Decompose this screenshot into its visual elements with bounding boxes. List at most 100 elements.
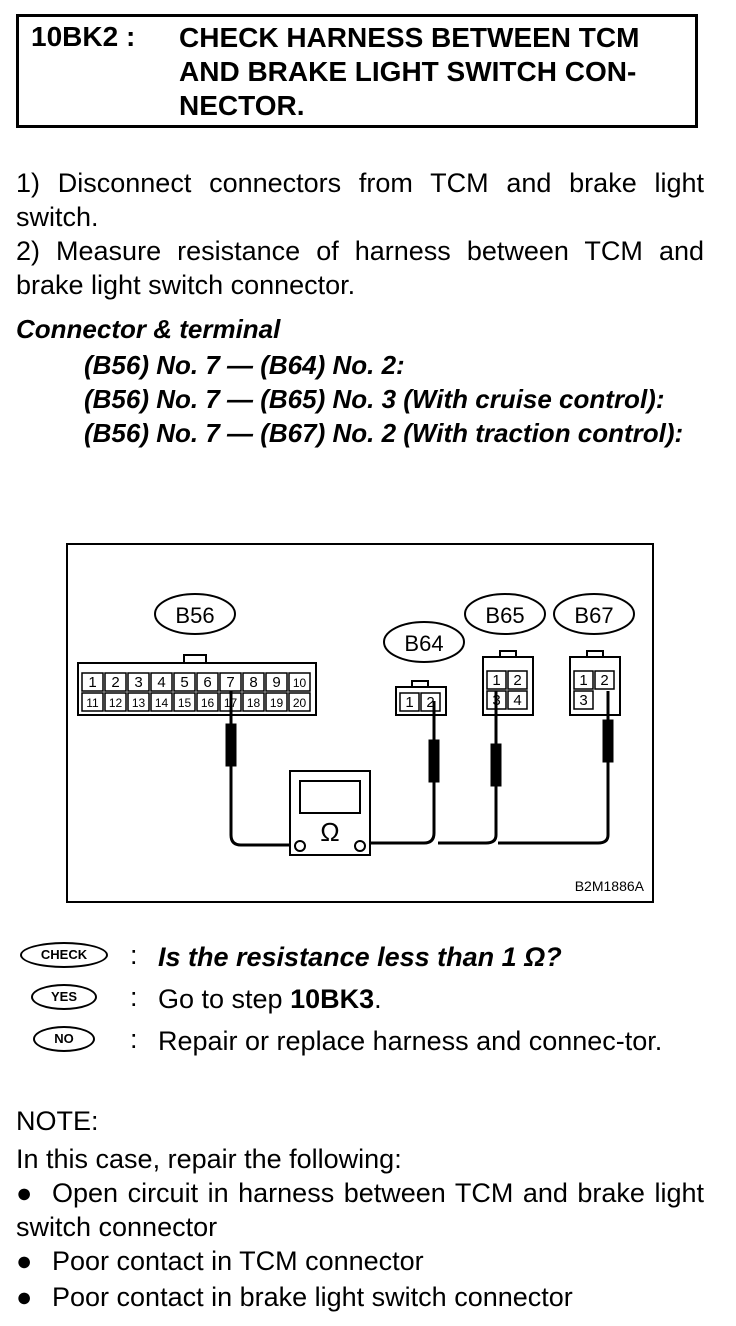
check-row: CHECK : Is the resistance less than 1 Ω?	[16, 940, 716, 980]
pin-label: 3	[579, 692, 587, 709]
pin-cell	[127, 672, 150, 692]
instruction-2: 2) Measure resistance of harness between…	[16, 236, 704, 300]
connector-line: (B56) No. 7 — (B64) No. 2:	[84, 350, 405, 380]
label-b65: B65	[464, 593, 546, 635]
pin-cell	[81, 672, 104, 692]
pin-label: 8	[249, 674, 257, 691]
pin-cell	[173, 672, 196, 692]
bullet-icon: ●	[16, 1282, 33, 1312]
yes-step-link: 10BK3	[290, 984, 375, 1014]
note-item: ●Open circuit in harness between TCM and…	[16, 1176, 704, 1244]
label-b64: B64	[383, 621, 465, 663]
figure-code: B2M1886A	[575, 878, 645, 894]
note-label: NOTE:	[16, 1106, 99, 1136]
connector-line: (B56) No. 7 — (B67) No. 2 (With traction…	[84, 418, 684, 448]
pin-label: 2	[426, 694, 434, 711]
note-item: ● Poor contact in brake light switch conn…	[16, 1280, 704, 1314]
pin-label: 4	[513, 692, 521, 709]
connector-terminal-list: (B56) No. 7 — (B64) No. 2: (B56) No. 7 —…	[84, 348, 684, 450]
pin-label: 1	[405, 694, 413, 711]
no-badge: NO	[33, 1026, 95, 1052]
pin-cell	[507, 690, 528, 710]
yes-row: YES : Go to step 10BK3.	[16, 982, 716, 1022]
pin-label: 13	[132, 696, 146, 710]
label-b67: B67	[553, 593, 635, 635]
pin-cell	[507, 670, 528, 690]
no-answer: Repair or replace harness and connec-tor…	[158, 1026, 663, 1056]
pin-label: 16	[201, 696, 215, 710]
ohmmeter: Ω	[289, 770, 371, 856]
pin-cell	[288, 672, 311, 692]
pin-label: 6	[203, 674, 211, 691]
step-title: CHECK HARNESS BETWEEN TCM AND BRAKE LIGH…	[179, 22, 640, 121]
pin-cell	[399, 692, 420, 712]
check-question: Is the resistance less than 1 Ω?	[158, 942, 562, 972]
pin-cell	[150, 672, 173, 692]
svg-text:Ω: Ω	[320, 817, 339, 847]
colon: :	[130, 1024, 138, 1054]
yes-answer: Go to step 10BK3.	[158, 982, 706, 1016]
bullet-icon: ●	[16, 1178, 33, 1208]
pin-cell	[288, 692, 311, 712]
no-row: NO : Repair or replace harness and conne…	[16, 1024, 716, 1094]
note-intro: In this case, repair the following:	[16, 1144, 402, 1174]
step-header: 10BK2 : CHECK HARNESS BETWEEN TCM AND BR…	[16, 14, 698, 128]
pin-cell	[242, 672, 265, 692]
svg-text:B56: B56	[175, 603, 214, 628]
pin-label: 18	[247, 696, 261, 710]
pin-label: 19	[270, 696, 284, 710]
connector-terminal-heading: Connector & terminal	[16, 314, 281, 344]
pin-label: 2	[513, 672, 521, 689]
pin-label: 14	[155, 696, 169, 710]
yes-text-suffix: .	[374, 984, 382, 1014]
pin-cell	[150, 692, 173, 712]
svg-text:B64: B64	[404, 631, 443, 656]
pin-label: 12	[109, 696, 123, 710]
pin-label: 1	[579, 672, 587, 689]
pin-label: 10	[293, 676, 307, 690]
pin-label: 1	[492, 672, 500, 689]
bullet-icon: ●	[16, 1246, 33, 1276]
pin-cell	[265, 672, 288, 692]
pin-cell	[594, 670, 615, 690]
label-b56: B56	[154, 593, 236, 635]
note-item-text: Open circuit in harness between TCM and …	[16, 1178, 704, 1242]
instruction-1: 1) Disconnect connectors from TCM and br…	[16, 168, 704, 232]
pin-cell	[173, 692, 196, 712]
yes-text-prefix: Go to step	[158, 984, 291, 1014]
svg-text:B65: B65	[485, 603, 524, 628]
pin-label: 11	[86, 696, 99, 710]
pin-cell	[127, 692, 150, 712]
pin-cell	[265, 692, 288, 712]
pin-label: 2	[600, 672, 608, 689]
svg-text:B67: B67	[574, 603, 613, 628]
pin-label: 9	[272, 674, 280, 691]
check-badge: CHECK	[20, 942, 108, 968]
pin-label: 20	[293, 696, 307, 710]
connector-line: (B56) No. 7 — (B65) No. 3 (With cruise c…	[84, 384, 665, 414]
pin-label: 5	[180, 674, 188, 691]
pin-label: 4	[157, 674, 165, 691]
note-item-text: Poor contact in TCM connector	[52, 1246, 424, 1276]
colon: :	[130, 940, 138, 970]
step-id: 10BK2 :	[31, 21, 136, 52]
pin-label: 2	[111, 674, 119, 691]
pin-cell	[104, 672, 127, 692]
pin-label: 15	[178, 696, 192, 710]
note-item-text: Poor contact in brake light switch conne…	[52, 1282, 573, 1312]
pin-cell	[573, 690, 594, 710]
pin-cell	[196, 672, 219, 692]
pin-cell	[573, 670, 594, 690]
pin-cell	[196, 692, 219, 712]
probe-wires	[225, 691, 614, 847]
pin-cell	[420, 692, 441, 712]
pin-cell	[81, 692, 104, 712]
pin-label: 7	[226, 674, 234, 691]
pin-label: 3	[134, 674, 142, 691]
colon: :	[130, 982, 138, 1012]
